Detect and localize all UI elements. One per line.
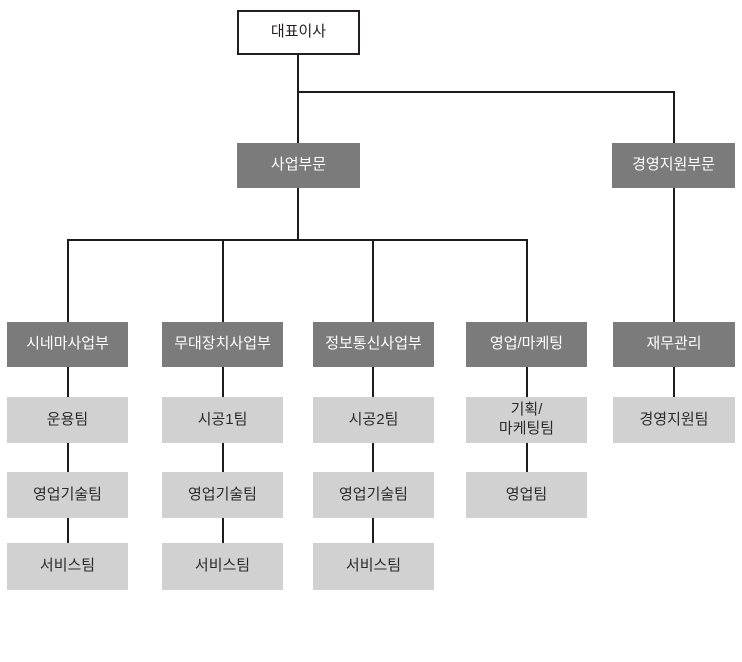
connector-col3-seg3 xyxy=(372,518,374,543)
connector-col1-seg3 xyxy=(67,518,69,543)
connector-col1-seg2 xyxy=(67,443,69,472)
connector-col3-seg2 xyxy=(372,443,374,472)
org-node-dept-ict: 정보통신사업부 xyxy=(313,322,434,367)
org-node-division-business: 사업부문 xyxy=(237,143,360,188)
connector-col4-seg2 xyxy=(526,443,528,472)
connector-col1-seg1 xyxy=(67,367,69,397)
org-node-team-sales-tech-1: 영업기술팀 xyxy=(7,472,128,518)
org-node-team-management-support: 경영지원팀 xyxy=(613,397,735,443)
connector-business-down xyxy=(297,188,299,241)
connector-drop-col3 xyxy=(372,239,374,322)
connector-ceo-down xyxy=(297,55,299,143)
connector-level1-horizontal xyxy=(297,91,675,93)
org-node-team-planning-marketing: 기획/ 마케팅팀 xyxy=(466,397,587,443)
org-node-team-service-1: 서비스팀 xyxy=(7,543,128,590)
connector-col2-seg2 xyxy=(222,443,224,472)
org-node-dept-stage: 무대장치사업부 xyxy=(162,322,283,367)
org-node-ceo: 대표이사 xyxy=(237,10,360,55)
org-node-team-sales-tech-3: 영업기술팀 xyxy=(313,472,434,518)
connector-drop-col4 xyxy=(526,239,528,322)
connector-support-down xyxy=(673,91,675,143)
connector-col3-seg1 xyxy=(372,367,374,397)
org-node-team-operations: 운용팀 xyxy=(7,397,128,443)
org-node-team-service-2: 서비스팀 xyxy=(162,543,283,590)
org-node-dept-finance: 재무관리 xyxy=(613,322,735,367)
connector-col4-seg1 xyxy=(526,367,528,397)
connector-col2-seg1 xyxy=(222,367,224,397)
org-node-team-sales: 영업팀 xyxy=(466,472,587,518)
connector-level2-horizontal xyxy=(67,239,528,241)
connector-col5-seg1 xyxy=(673,367,675,397)
org-node-team-sales-tech-2: 영업기술팀 xyxy=(162,472,283,518)
connector-col2-seg3 xyxy=(222,518,224,543)
org-node-team-construction2: 시공2팀 xyxy=(313,397,434,443)
connector-drop-col2 xyxy=(222,239,224,322)
org-node-dept-sales-marketing: 영업/마케팅 xyxy=(466,322,587,367)
connector-drop-col5 xyxy=(673,188,675,322)
connector-drop-col1 xyxy=(67,239,69,322)
org-node-team-construction1: 시공1팀 xyxy=(162,397,283,443)
org-node-division-management-support: 경영지원부문 xyxy=(612,143,735,188)
org-node-team-service-3: 서비스팀 xyxy=(313,543,434,590)
org-node-dept-cinema: 시네마사업부 xyxy=(7,322,128,367)
